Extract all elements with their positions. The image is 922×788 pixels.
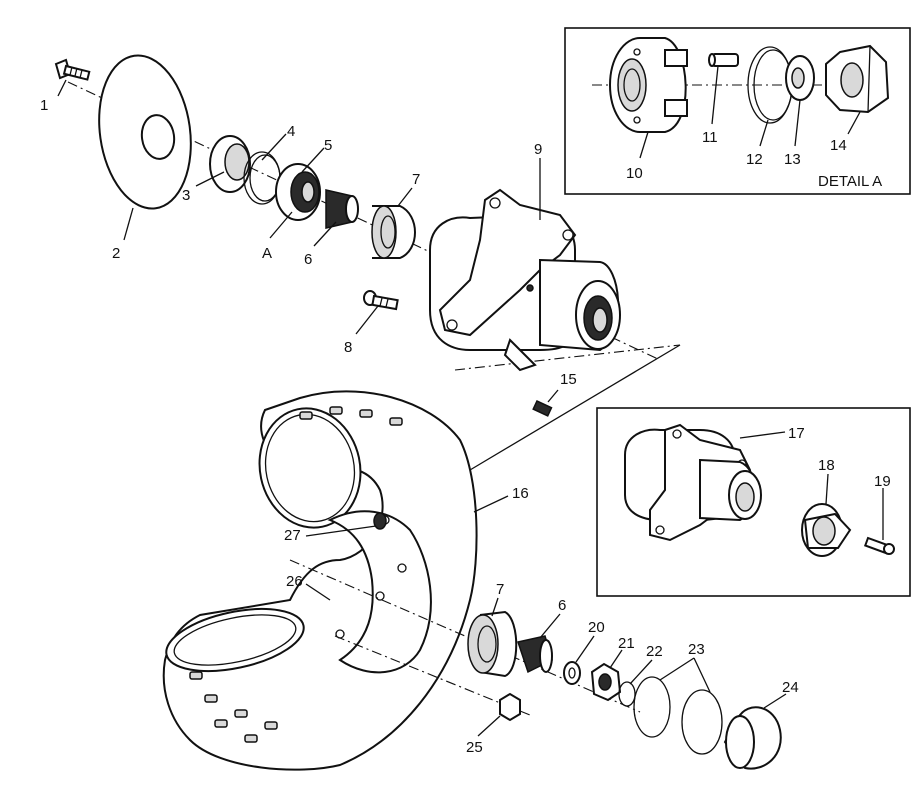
callout-15: 15 (560, 371, 577, 388)
callout-13: 13 (784, 151, 801, 168)
callout-1: 1 (40, 97, 48, 114)
part-24-dust-cap (723, 706, 782, 770)
leader-21 (609, 649, 623, 669)
part-26-wheel-rim (327, 510, 432, 674)
hub-ref-line (454, 344, 681, 371)
callout-26: 26 (286, 573, 303, 590)
part-16-tire (162, 390, 478, 771)
hub-to-wheel-line (469, 344, 681, 471)
leader-11 (711, 65, 719, 125)
part-20-washer (563, 661, 581, 685)
leader-27 (305, 525, 377, 537)
leader-13 (794, 99, 801, 147)
leader-15 (547, 389, 559, 403)
leader-6a (313, 221, 337, 247)
callout-9: 9 (534, 141, 542, 158)
part-5-bearing (275, 163, 321, 221)
part-21-castle-nut (590, 662, 622, 702)
part-23-o-rings (633, 676, 723, 755)
callout-16: 16 (512, 485, 529, 502)
callout-22: 22 (646, 643, 663, 660)
callout-23: 23 (688, 641, 705, 658)
leader-7a (397, 187, 413, 207)
part-13-washer (785, 55, 815, 101)
part-6-tapered-bearing (325, 189, 359, 229)
leader-23 (659, 657, 711, 693)
callout-25: 25 (466, 739, 483, 756)
part-7-bearing-cup-lower (467, 610, 518, 678)
callout-6-lower: 6 (558, 597, 566, 614)
callout-18: 18 (818, 457, 835, 474)
part-6-bearing-lower (517, 635, 553, 674)
part-25-lug-nut (499, 692, 521, 722)
leader-16 (473, 495, 509, 513)
leader-A (269, 211, 293, 239)
leader-2 (123, 207, 134, 241)
part-2-brake-disc (98, 54, 192, 210)
callout-20: 20 (588, 619, 605, 636)
part-22-snap-ring (618, 681, 636, 707)
part-27-valve-stem (373, 512, 387, 530)
leader-1 (57, 79, 67, 97)
callout-11: 11 (702, 129, 718, 146)
detail-a-label: DETAIL A (818, 173, 882, 190)
leader-6b (539, 613, 561, 639)
part-9-hub (429, 188, 621, 372)
leader-10 (639, 131, 649, 159)
part-7-bearing-cup (371, 205, 416, 259)
leader-18 (825, 473, 829, 505)
callout-10: 10 (626, 165, 643, 182)
callout-2: 2 (112, 245, 120, 262)
leader-14 (847, 111, 861, 135)
callout-7-lower: 7 (496, 581, 504, 598)
leader-12 (759, 119, 769, 147)
callout-6-upper: 6 (304, 251, 312, 268)
detail-a-frame (564, 27, 911, 195)
callout-8: 8 (344, 339, 352, 356)
part-8-bolt (363, 290, 399, 311)
callout-17: 17 (788, 425, 805, 442)
part-10-spindle-housing (609, 37, 688, 133)
part-18-bearing-cap (801, 503, 852, 557)
leader-20 (575, 635, 595, 663)
leader-5 (301, 147, 325, 173)
leader-3 (195, 171, 225, 187)
leader-7b (491, 597, 499, 617)
callout-27: 27 (284, 527, 301, 544)
detail-hub-frame (596, 407, 911, 597)
part-14-hex-nut (825, 44, 890, 114)
leader-26 (305, 583, 331, 601)
callout-4: 4 (287, 123, 295, 140)
callout-24: 24 (782, 679, 799, 696)
part-1-bolt (54, 58, 91, 81)
part-17-hub-variant (624, 423, 762, 542)
leader-24 (763, 693, 787, 709)
part-3-bearing-race (209, 135, 251, 193)
callout-5: 5 (324, 137, 332, 154)
callout-19: 19 (874, 473, 891, 490)
part-12-seal-ring (747, 46, 793, 124)
leader-22 (629, 659, 653, 685)
lug-axis (334, 635, 531, 716)
leader-17 (739, 431, 786, 439)
callout-14: 14 (830, 137, 847, 154)
part-15-set-screw (532, 400, 553, 417)
leader-4 (261, 133, 287, 161)
callout-12: 12 (746, 151, 763, 168)
callout-3: 3 (182, 187, 190, 204)
callout-A: A (262, 245, 272, 262)
leader-8 (355, 305, 379, 335)
leader-25 (477, 715, 501, 737)
part-19-bolt (863, 536, 895, 555)
callout-7-upper: 7 (412, 171, 420, 188)
part-11-pin (708, 53, 739, 67)
callout-21: 21 (618, 635, 635, 652)
lower-axis (289, 559, 641, 713)
